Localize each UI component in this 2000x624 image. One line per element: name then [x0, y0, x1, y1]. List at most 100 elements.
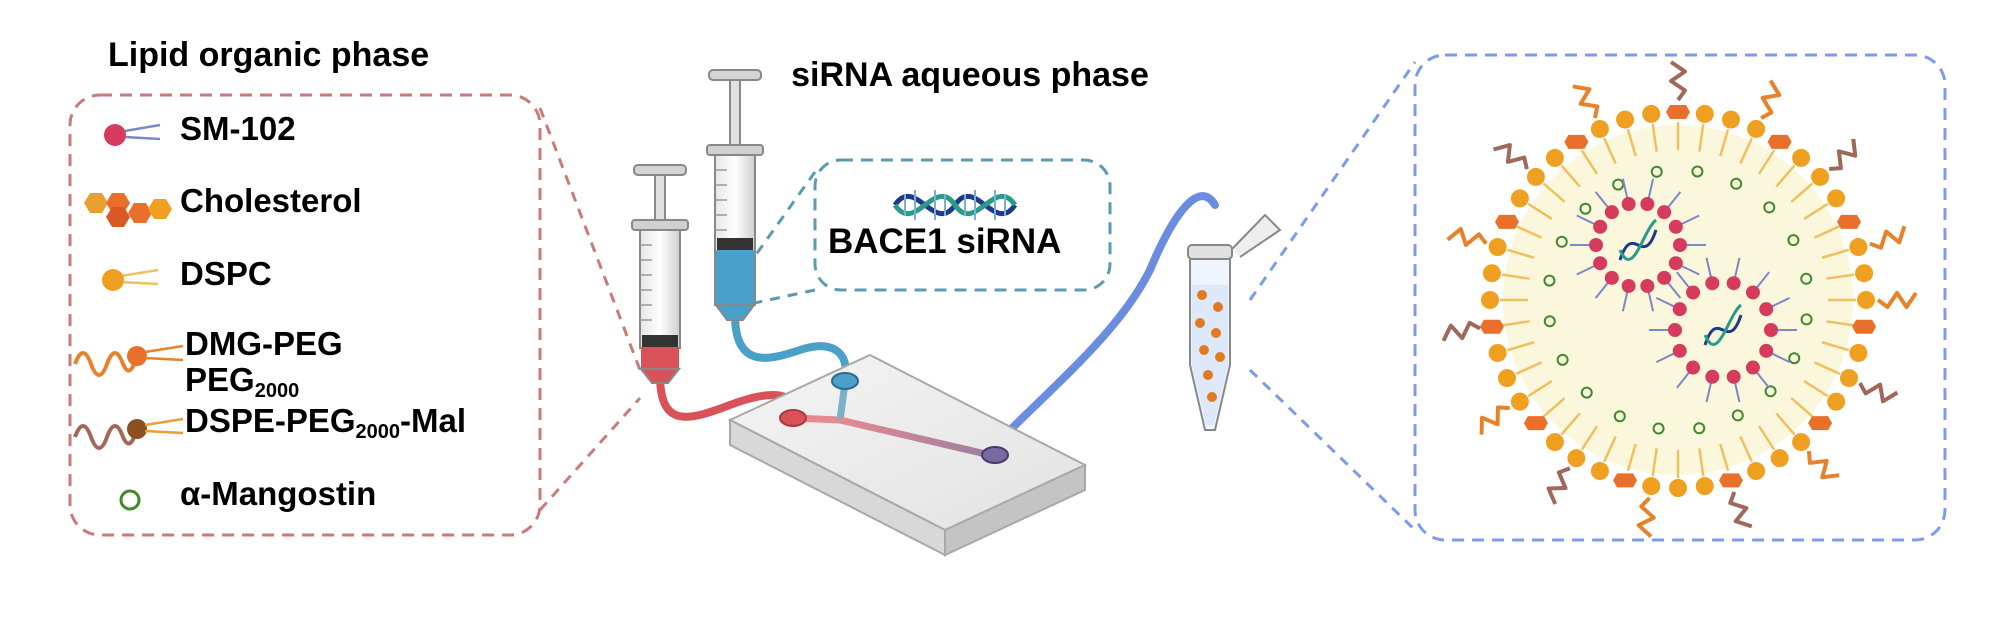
np-lipid-tail [1698, 448, 1705, 477]
np-lipid-tail [1821, 341, 1850, 352]
outlet-port [981, 446, 1009, 464]
np-sm102-head [1668, 323, 1682, 337]
np-peg-chain [1546, 466, 1571, 505]
np-lipid-tail [1719, 128, 1730, 157]
np-dspc-head [1695, 104, 1714, 123]
dmg-peg-main: DMG-PEG [185, 325, 343, 362]
np-dspc-head [1590, 119, 1609, 138]
np-lipid-tail [1542, 182, 1566, 203]
np-sm102-head [1604, 270, 1619, 285]
sirna-zoom-line-bottom [744, 288, 816, 307]
np-cholesterol [1479, 319, 1504, 334]
np-lipid-tail [1626, 443, 1637, 472]
np-lipid-tail [1775, 412, 1796, 436]
np-lipid-tail [1826, 273, 1855, 280]
np-lipid-tail [1580, 149, 1598, 175]
lipid-zoom-line-bottom [538, 397, 642, 511]
np-dspc-head [1616, 110, 1635, 129]
np-dspc-head [1545, 433, 1564, 452]
np-mangostin [1613, 410, 1626, 423]
lipid-phase-box [68, 93, 542, 537]
np-dspc-head [1747, 119, 1766, 138]
np-dspc-head [1811, 167, 1830, 186]
np-lipid-tail [1821, 248, 1850, 259]
np-lipid-tail [1651, 448, 1658, 477]
np-lipid-tail [1826, 320, 1855, 327]
lipid-phase-panel [68, 93, 642, 537]
np-peg-chain [1446, 226, 1488, 248]
np-sm102-head [1621, 197, 1636, 212]
np-cholesterol [1837, 214, 1862, 229]
np-sm102-head [1640, 278, 1655, 293]
sirna-box [813, 158, 1112, 292]
np-mangostin [1691, 165, 1704, 178]
sirna-syringe [706, 69, 764, 321]
np-sirna-strand [1618, 229, 1658, 261]
np-lipid-tail [1501, 273, 1530, 280]
np-lipid-tail [1790, 397, 1814, 418]
np-lipid-tail [1560, 164, 1581, 188]
np-dspc-head [1827, 392, 1846, 411]
np-core [1503, 125, 1853, 475]
np-mangostin [1788, 352, 1801, 365]
np-sm102-head [1705, 369, 1720, 384]
np-dspc-head [1567, 449, 1586, 468]
np-peg-chain [1869, 225, 1907, 250]
np-lipid-tail [1515, 361, 1543, 376]
np-cholesterol [1564, 134, 1589, 149]
np-dspc-head [1590, 462, 1609, 481]
np-cholesterol [1494, 214, 1519, 229]
np-peg-chain [1728, 491, 1753, 529]
np-sm102-head [1759, 302, 1774, 317]
legend-label-sm102: SM-102 [180, 110, 296, 147]
sm102-lipid-icon [104, 123, 161, 146]
np-mangostin [1650, 165, 1663, 178]
legend-label-mangostin: α-Mangostin [180, 475, 377, 512]
np-lipid-tail [1698, 123, 1705, 152]
aqueous-phase-title: siRNA aqueous phase [791, 56, 1149, 94]
np-dspc-head [1792, 148, 1811, 167]
np-dspc-head [1792, 433, 1811, 452]
np-mangostin [1612, 178, 1625, 191]
cholesterol-icon [84, 193, 172, 227]
np-peg-chain [1669, 60, 1687, 102]
aqueous-phase-panel [743, 158, 1112, 307]
np-mangostin [1543, 315, 1556, 328]
np-sm102-head [1764, 323, 1778, 337]
np-lipid-tail [1790, 182, 1814, 203]
np-peg-chain [1479, 405, 1510, 435]
np-dspc-head [1840, 369, 1859, 388]
np-dspc-head [1669, 479, 1687, 497]
np-peg-chain [1828, 138, 1858, 172]
np-dspc-head [1481, 291, 1499, 309]
np-lipid-tail [1651, 123, 1658, 152]
np-lipid-tail [1560, 412, 1581, 436]
np-lipid-tail [1527, 202, 1553, 220]
np-mangostin [1787, 234, 1800, 247]
np-sm102-head [1657, 270, 1672, 285]
np-lipid-tail [1602, 435, 1617, 463]
np-peg-chain [1760, 79, 1782, 120]
np-cholesterol [1718, 473, 1743, 488]
np-lipid-tail [1626, 128, 1637, 157]
np-dspc-head [1642, 477, 1661, 496]
np-dspc-head [1510, 189, 1529, 208]
np-mangostin [1543, 274, 1556, 287]
np-lipid-tail [1813, 224, 1841, 239]
outlet-tube [991, 192, 1219, 449]
np-dspc-head [1827, 189, 1846, 208]
np-mangostin [1731, 409, 1744, 422]
nanoparticle-box [1413, 53, 1947, 542]
np-zoom-line-top [1248, 61, 1417, 301]
lipid-zoom-line-top [538, 107, 642, 371]
np-lipid-tail [1758, 425, 1776, 451]
np-sirna-strand [1703, 303, 1743, 346]
np-dspc-head [1488, 238, 1507, 257]
np-sm102-head [1589, 238, 1603, 252]
dmg-peg-cont: PEG [185, 361, 255, 398]
np-peg-chain [1493, 143, 1529, 170]
sirna-helix-icon [892, 190, 1018, 220]
np-dspc-head [1695, 477, 1714, 496]
dspe-peg-main: DSPE-PEG [185, 402, 356, 439]
